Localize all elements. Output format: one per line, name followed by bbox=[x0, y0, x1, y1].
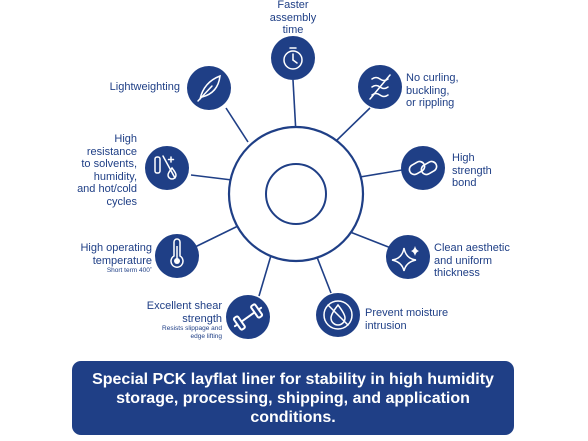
spoke-temperature bbox=[194, 225, 239, 248]
spoke-bond bbox=[359, 169, 403, 178]
label-bond-text: High strength bond bbox=[452, 152, 492, 189]
label-shear: Excellent shear strength Resists slippag… bbox=[118, 300, 222, 341]
label-curling: No curling, buckling, or rippling bbox=[406, 72, 459, 110]
sparkle-icon bbox=[386, 235, 430, 279]
label-lightweighting-text: Lightweighting bbox=[109, 81, 180, 93]
dumbbell-icon bbox=[226, 295, 270, 339]
spoke-moisture bbox=[314, 251, 332, 294]
spoke-shear bbox=[258, 251, 273, 297]
label-lightweighting: Lightweighting bbox=[82, 81, 180, 94]
label-moisture: Prevent moisture intrusion bbox=[365, 307, 448, 332]
stopwatch-icon bbox=[271, 36, 315, 80]
spoke-aesthetic bbox=[344, 229, 392, 249]
summary-banner: Special PCK layflat liner for stability … bbox=[72, 361, 514, 435]
spoke-curling bbox=[334, 107, 371, 143]
no-wrinkle-icon bbox=[358, 65, 402, 109]
label-bond: High strength bond bbox=[452, 152, 492, 190]
spoke-resistance bbox=[190, 174, 233, 181]
label-assembly-text: Faster assembly time bbox=[269, 0, 317, 36]
center-ring-inner bbox=[265, 163, 327, 225]
label-temperature-text: High operating temperature bbox=[80, 242, 152, 267]
label-temperature: High operating temperature Short term 40… bbox=[56, 242, 152, 275]
lab-resistance-icon bbox=[145, 146, 189, 190]
spoke-assembly bbox=[292, 79, 297, 135]
no-droplet-icon bbox=[316, 293, 360, 337]
feather-icon bbox=[187, 66, 231, 110]
label-aesthetic: Clean aesthetic and uniform thickness bbox=[434, 242, 510, 280]
label-shear-sub: Resists slippage and edge lifting bbox=[162, 325, 222, 340]
spokes bbox=[190, 79, 403, 297]
summary-banner-text: Special PCK layflat liner for stability … bbox=[92, 370, 494, 426]
label-moisture-text: Prevent moisture intrusion bbox=[365, 307, 449, 332]
label-resistance: High resistance to solvents, humidity, a… bbox=[62, 133, 137, 208]
thermometer-icon bbox=[155, 234, 199, 278]
label-temperature-sub: Short term 400˚ bbox=[106, 267, 152, 274]
label-resistance-text: High resistance to solvents, humidity, a… bbox=[77, 133, 137, 208]
spoke-lightweighting bbox=[225, 107, 249, 143]
label-aesthetic-text: Clean aesthetic and uniform thickness bbox=[434, 242, 510, 279]
label-assembly: Faster assembly time bbox=[262, 0, 324, 37]
label-shear-text: Excellent shear strength bbox=[146, 300, 222, 325]
label-curling-text: No curling, buckling, or rippling bbox=[406, 72, 459, 109]
bond-icon bbox=[401, 146, 445, 190]
